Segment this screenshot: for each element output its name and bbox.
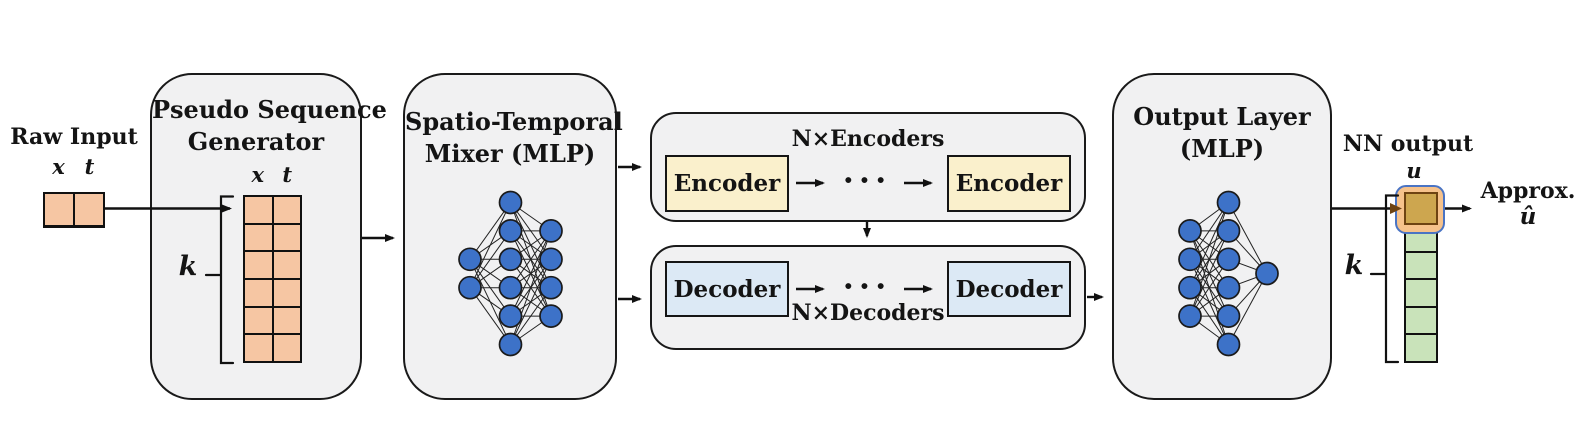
- future-output-cell: [1404, 250, 1438, 281]
- future-output-cell: [1404, 333, 1438, 364]
- raw-input-var-x: x: [52, 154, 65, 179]
- decoder-block-1: Decoder: [665, 261, 789, 317]
- raw-input-cells: [43, 192, 105, 228]
- k-label-input: k: [178, 251, 198, 282]
- raw-input-vars: x t: [43, 154, 105, 179]
- future-output-cell: [1404, 305, 1438, 336]
- grid-cell: [245, 307, 272, 334]
- k-label-output: k: [1344, 250, 1364, 281]
- decoder-block-2: Decoder: [947, 261, 1071, 317]
- nn-output-label: NN output: [1342, 131, 1474, 157]
- future-output-cell: [1404, 278, 1438, 309]
- encoders-title: N×Encoders: [791, 126, 945, 152]
- u-var-label: u: [1406, 158, 1422, 183]
- decoders-title: N×Decoders: [791, 300, 945, 326]
- output-layer-title: Output Layer (MLP): [1133, 102, 1311, 163]
- grid-cell: [273, 335, 300, 361]
- grid-cell: [245, 252, 272, 278]
- raw-input-cell-x: [45, 194, 73, 225]
- pseudo-sequence-generator-title: Pseudo Sequence Generator: [152, 95, 387, 156]
- grid-cell: [273, 279, 300, 306]
- approx-label: Approx. û: [1480, 178, 1576, 230]
- decoders-ellipsis: ···: [842, 267, 892, 305]
- k-bracket-output: [1369, 194, 1400, 364]
- grid-cell: [245, 224, 272, 251]
- nn-output-column: [1404, 223, 1438, 364]
- grid-cell: [273, 197, 300, 223]
- pseudo-sequence-grid: [243, 195, 302, 363]
- grid-cell: [273, 224, 300, 251]
- grid-vars: x t: [243, 162, 302, 187]
- current-output-cell: [1404, 192, 1438, 225]
- grid-cell: [245, 335, 272, 361]
- spatio-temporal-mixer-title: Spatio-Temporal Mixer (MLP): [405, 107, 623, 168]
- grid-cell: [273, 252, 300, 278]
- encoder-block-1: Encoder: [665, 155, 789, 212]
- grid-cell: [245, 279, 272, 306]
- grid-cell: [273, 307, 300, 334]
- grid-cell: [245, 197, 272, 223]
- encoder-block-2: Encoder: [947, 155, 1071, 212]
- grid-var-t: t: [282, 162, 293, 187]
- raw-input-label: Raw Input: [10, 124, 138, 150]
- grid-var-x: x: [251, 162, 265, 187]
- encoders-ellipsis: ···: [842, 161, 892, 199]
- raw-input-var-t: t: [84, 154, 95, 179]
- raw-input-cell-t: [75, 194, 103, 225]
